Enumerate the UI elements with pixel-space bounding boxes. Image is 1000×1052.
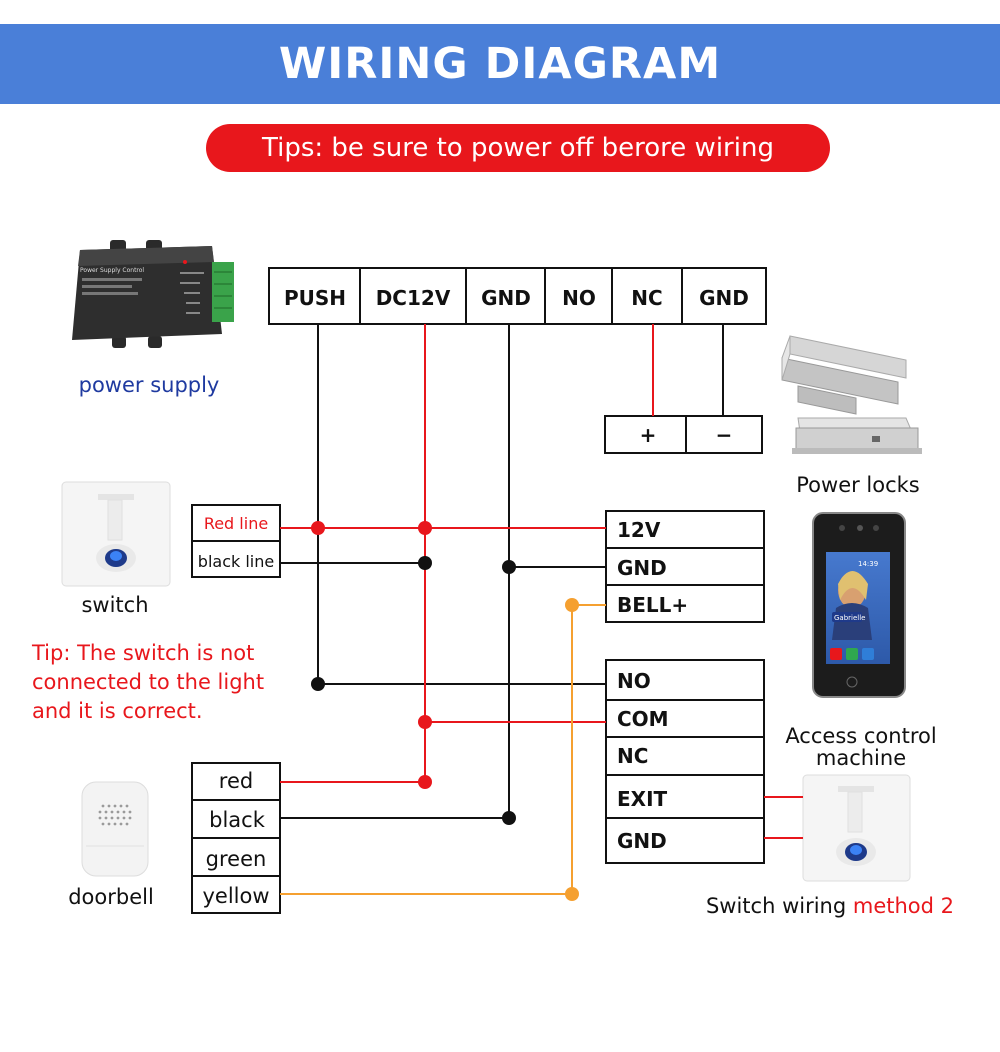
access-terminal-bell: BELL+ <box>617 593 688 617</box>
access-terminal-exit: EXIT <box>617 787 668 811</box>
doorbell-image <box>81 781 149 877</box>
access-terminal-gnd-2: GND <box>617 829 667 853</box>
power-locks-label: Power locks <box>796 473 920 497</box>
doorbell-wire-yellow: yellow <box>202 884 269 908</box>
switch-image <box>61 481 171 587</box>
switch-red-line-label: Red line <box>204 514 268 533</box>
terminal-no: NO <box>562 286 596 310</box>
power-supply-terminal-block <box>268 267 767 325</box>
doorbell-wire-green: green <box>206 847 267 871</box>
access-terminal-gnd: GND <box>617 556 667 580</box>
doorbell-wire-black: black <box>209 808 266 832</box>
doorbell-wire-table <box>191 762 281 914</box>
orange-wires <box>280 604 606 895</box>
switch-tip-line-1: Tip: The switch is not <box>31 641 254 665</box>
lock-terminal-block <box>604 415 763 454</box>
switch-label: switch <box>81 593 148 617</box>
switch-method2-image <box>802 774 911 882</box>
tips-badge: Tips: be sure to power off berore wiring <box>206 124 830 172</box>
doorbell-label: doorbell <box>68 885 154 909</box>
switch-tip-line-3: and it is correct. <box>32 699 203 723</box>
terminal-gnd: GND <box>481 286 531 310</box>
access-terminal-no: NO <box>617 669 651 693</box>
access-machine-label-2: machine <box>816 746 906 770</box>
access-terminal-com: COM <box>617 707 669 731</box>
switch-method2-prefix: Switch wiring <box>706 894 853 918</box>
switch-black-line-label: black line <box>198 552 274 571</box>
terminal-nc: NC <box>631 286 662 310</box>
access-terminal-nc: NC <box>617 744 648 768</box>
tips-text: Tips: be sure to power off berore wiring <box>262 133 774 163</box>
junction-dots <box>311 521 579 901</box>
title-banner: WIRING DIAGRAM <box>0 24 1000 104</box>
power-supply-label: power supply <box>79 373 220 397</box>
switch-tip-line-2: connected to the light <box>32 670 264 694</box>
lock-plus-terminal: + <box>640 423 657 447</box>
doorbell-wire-red: red <box>219 769 253 793</box>
switch-method2-highlight: method 2 <box>853 894 954 918</box>
lock-minus-terminal: − <box>716 423 733 447</box>
switch-method2-label: Switch wiring method 2 <box>706 894 954 918</box>
power-supply-image: Power Supply Control <box>72 240 234 348</box>
access-machine-label-1: Access control <box>785 724 936 748</box>
terminal-gnd-2: GND <box>699 286 749 310</box>
page-title: WIRING DIAGRAM <box>278 39 722 89</box>
machine-screen-name: Gabrielle <box>834 614 865 622</box>
red-wires <box>280 324 803 839</box>
switch-wire-table <box>191 504 281 578</box>
access-terminal-12v: 12V <box>617 518 661 542</box>
machine-screen-time: 14:39 <box>858 560 878 568</box>
terminal-push: PUSH <box>284 286 346 310</box>
access-relay-terminal-block <box>605 659 765 864</box>
power-supply-device-text: Power Supply Control <box>80 267 144 274</box>
magnetic-lock-image <box>781 335 922 454</box>
access-control-machine-image: Gabrielle 14:39 <box>812 512 906 698</box>
terminal-dc12v: DC12V <box>376 286 451 310</box>
